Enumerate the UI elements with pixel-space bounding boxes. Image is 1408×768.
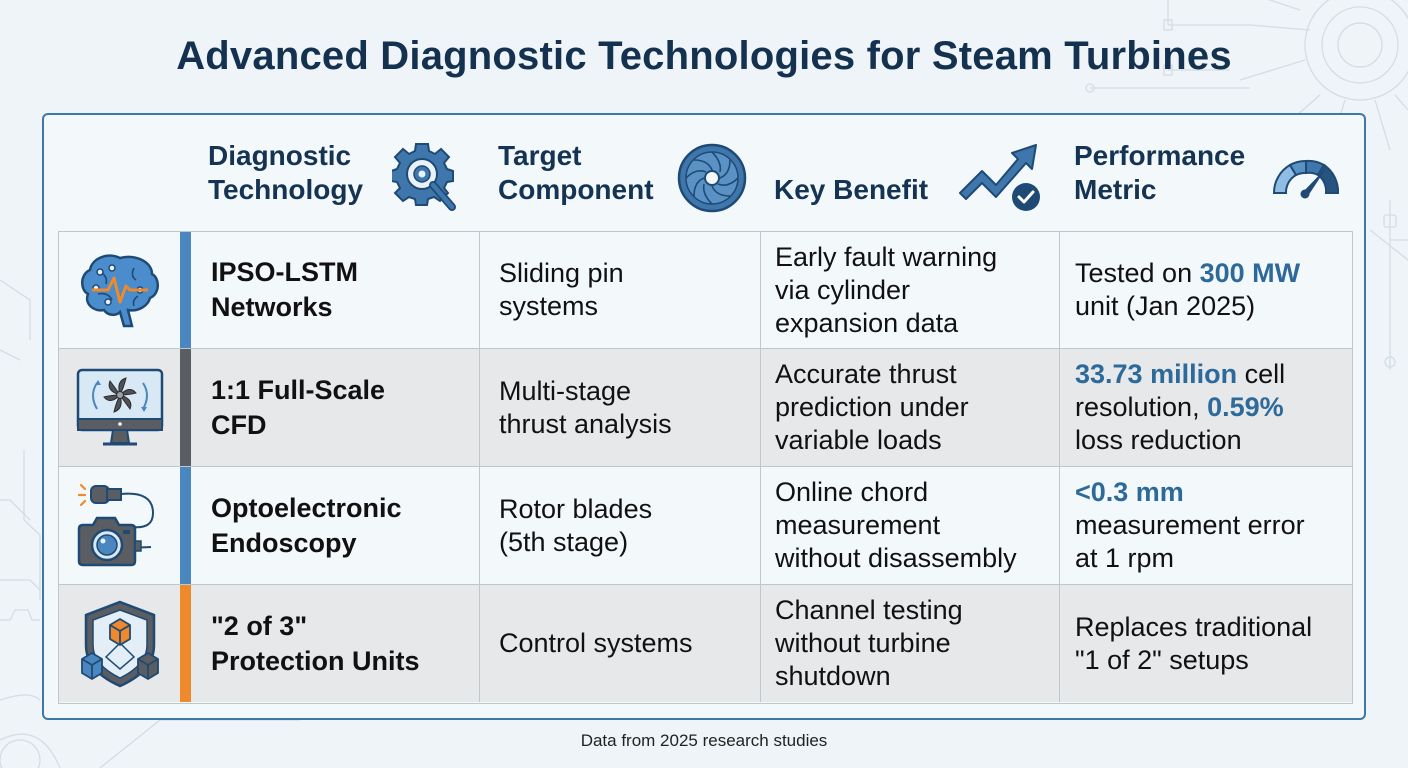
accent-bar-blue [180, 232, 191, 348]
gauge-icon [1272, 159, 1340, 199]
performance-metric-cell: Tested on 300 MW unit (Jan 2025) [1075, 258, 1301, 321]
row-icon-cell [59, 232, 180, 348]
technology-name-cell: IPSO-LSTM Networks [191, 232, 480, 348]
endoscope-camera-icon [77, 483, 154, 566]
row-icon-cell [59, 585, 180, 702]
key-benefit-cell: Channel testing without turbine shutdown [761, 585, 1060, 702]
row-icon-cell [59, 467, 180, 584]
source-footnote: Data from 2025 research studies [580, 731, 828, 750]
accent-bar-orange [180, 585, 191, 702]
table-header-row: Diagnostic Technology Target Component [44, 115, 1364, 230]
key-benefit-cell: Online chord measurement without disasse… [761, 467, 1060, 584]
technology-table-card: Diagnostic Technology Target Component [42, 113, 1366, 720]
target-component-cell: Rotor blades (5th stage) [480, 467, 761, 584]
table-row: IPSO-LSTM Networks Sliding pin systems E… [59, 232, 1352, 349]
brain-pulse-icon [80, 254, 159, 328]
accent-bar-gray [180, 349, 191, 466]
accent-bar-blue [180, 467, 191, 584]
header-key-benefit: Key Benefit [774, 173, 929, 205]
performance-metric-cell: 33.73 million cell resolution, 0.59% los… [1075, 359, 1286, 455]
performance-metric-cell: Replaces traditional "1 of 2" setups [1075, 611, 1313, 675]
key-benefit-cell: Early fault warning via cylinder expansi… [761, 232, 1060, 348]
table-row: Optoelectronic Endoscopy Rotor blades (5… [59, 467, 1352, 585]
target-component-cell: Sliding pin systems [480, 232, 761, 348]
page-title: Advanced Diagnostic Technologies for Ste… [176, 34, 1232, 78]
header-diagnostic-technology: Diagnostic Technology [208, 139, 364, 205]
technology-table: IPSO-LSTM Networks Sliding pin systems E… [58, 231, 1353, 704]
key-benefit-cell: Accurate thrust prediction under variabl… [761, 349, 1060, 466]
shield-cubes-icon [80, 600, 159, 687]
turbine-icon [677, 143, 747, 213]
header-target-component: Target Component [498, 139, 654, 205]
table-row: "2 of 3" Protection Units Control system… [59, 585, 1352, 702]
target-component-cell: Multi-stage thrust analysis [480, 349, 761, 466]
target-component-cell: Control systems [480, 585, 761, 702]
row-icon-cell [59, 349, 180, 466]
performance-metric-cell: <0.3 mm measurement error at 1 rpm [1075, 477, 1305, 573]
table-row: 1:1 Full-Scale CFD Multi-stage thrust an… [59, 349, 1352, 467]
gear-magnifier-icon [392, 143, 456, 211]
technology-name-cell: 1:1 Full-Scale CFD [191, 349, 480, 466]
technology-name-cell: "2 of 3" Protection Units [191, 585, 480, 702]
header-performance-metric: Performance Metric [1074, 139, 1246, 205]
trend-up-check-icon [959, 144, 1040, 211]
technology-name-cell: Optoelectronic Endoscopy [191, 467, 480, 584]
monitor-fan-icon [76, 368, 163, 445]
